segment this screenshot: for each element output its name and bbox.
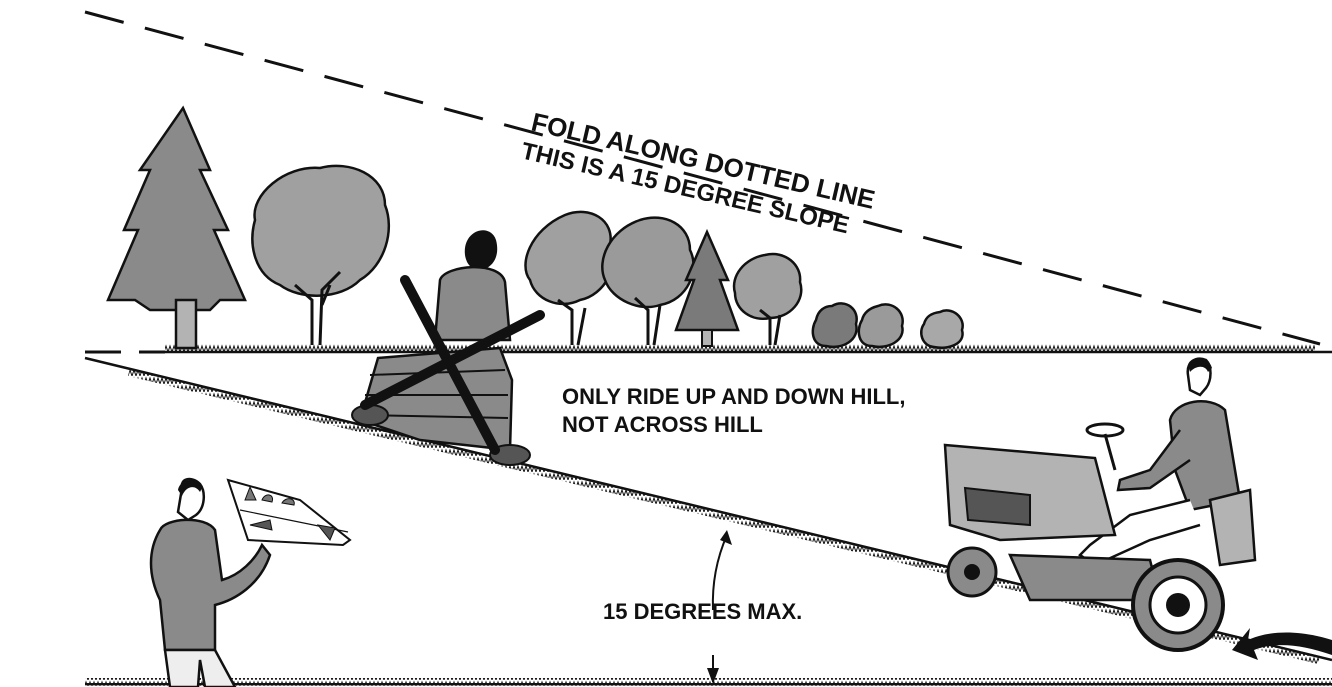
shrub-icon bbox=[859, 304, 903, 346]
deciduous-tree-icon bbox=[252, 166, 388, 345]
angle-label: 15 DEGREES MAX. bbox=[603, 599, 802, 624]
horizon-grass bbox=[165, 344, 1315, 352]
deciduous-tree-icon bbox=[525, 212, 613, 345]
instruction-line2: NOT ACROSS HILL bbox=[562, 412, 763, 437]
folded-page-icon bbox=[228, 480, 350, 545]
conifer-tree-icon bbox=[108, 108, 245, 348]
ground-grass bbox=[85, 678, 1332, 686]
instruction-line1: ONLY RIDE UP AND DOWN HILL, bbox=[562, 384, 905, 409]
shrub-icon bbox=[813, 303, 857, 346]
shrub-icon bbox=[921, 310, 962, 347]
deciduous-tree-icon bbox=[734, 254, 801, 345]
